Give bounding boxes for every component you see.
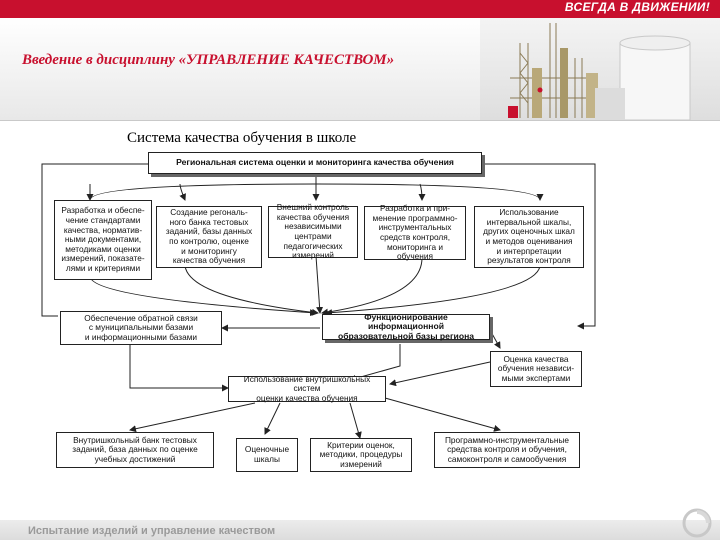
independent-experts-box: Оценка качества обучения независи- мыми … [490, 351, 582, 387]
slogan: ВСЕГДА В ДВИЖЕНИИ! [564, 0, 710, 14]
selfcontrol-tools-box: Программно-инструментальные средства кон… [434, 432, 580, 468]
external-control-box: Внешний контроль качества обучения незав… [268, 202, 358, 260]
refinery-illustration [480, 18, 720, 120]
quality-system-diagram: Региональная система оценки и мониторинг… [30, 148, 600, 500]
development-standards-box: Разработка и обеспе- чение стандартами к… [54, 200, 152, 280]
slide-title: Введение в дисциплину «УПРАВЛЕНИЕ КАЧЕСТ… [22, 52, 395, 68]
software-tools-box: Разработка и при- менение программно- ин… [364, 203, 466, 261]
footer-text: Испытание изделий и управление качеством [28, 525, 276, 537]
swirl-logo-icon [682, 508, 712, 538]
intraschool-systems-box: Использование внутришкольных систем оцен… [228, 374, 386, 403]
top-red-bar [0, 0, 720, 18]
regional-system-box: Региональная система оценки и мониторинг… [148, 152, 482, 174]
grading-scales-box: Оценочные шкалы [236, 438, 298, 472]
slide-footer [0, 520, 720, 540]
regional-test-bank-box: Создание регональ- ного банка тестовых з… [156, 206, 262, 268]
intraschool-bank-box: Внутришкольный банк тестовых заданий, ба… [56, 432, 214, 468]
connector-arrows [41, 163, 596, 439]
interval-scales-box: Использование интервальной шкалы, других… [474, 206, 584, 268]
criteria-box: Критерии оценок, методики, процедуры изм… [310, 438, 412, 472]
feedback-box: Обеспечение обратной связи с муниципальн… [60, 311, 222, 345]
info-base-box: Функционирование информационной образова… [322, 312, 490, 341]
diagram-subtitle: Система качества обучения в школе [127, 130, 357, 146]
